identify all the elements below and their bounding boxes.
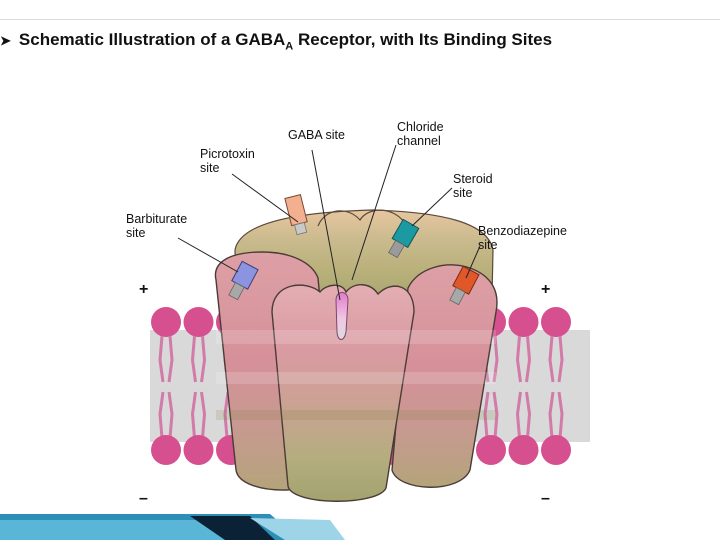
title-subscript: A <box>285 40 294 53</box>
title-bullet: ➤ <box>0 33 11 48</box>
sign-left-top: + <box>139 281 149 298</box>
label-benzodiazepine-site: Benzodiazepine site <box>478 224 567 252</box>
lipid-tail-upper <box>548 335 555 383</box>
sign-left-bottom: – <box>139 490 148 507</box>
lipid-head-upper <box>151 307 181 337</box>
lipid-tail-upper <box>190 335 197 383</box>
lipid-tail-upper <box>525 335 532 383</box>
steroid-cylinder <box>388 218 420 259</box>
footer-decoration <box>0 514 345 540</box>
lipid-tail-lower <box>200 391 207 439</box>
label-gaba-site: GABA site <box>288 128 345 142</box>
gaba-molecule <box>335 292 349 340</box>
receptor-back-ridge <box>317 209 405 227</box>
lipid-tail-lower <box>492 391 499 439</box>
receptor-subunit-right <box>391 264 498 488</box>
benzodiazepine-cylinder <box>449 265 480 306</box>
lipid-head-lower <box>476 435 506 465</box>
lipid-head-lower <box>541 435 571 465</box>
lipid-tail-upper <box>158 335 165 383</box>
receptor-complex <box>214 209 498 502</box>
chloride-leader-line <box>351 144 397 281</box>
lipid-tail-lower <box>515 391 522 439</box>
title-text-start: Schematic Illustration of a GABA <box>18 30 286 49</box>
lipid-tail-lower <box>548 391 555 439</box>
sign-right-top: + <box>541 281 551 298</box>
steroid-leader-line <box>411 187 453 227</box>
leader-lines <box>177 144 481 301</box>
lipid-head-upper <box>183 307 214 337</box>
benzodiazepine-leader-line <box>465 245 481 279</box>
lipid-head-upper <box>508 307 539 337</box>
slide-title: ➤ Schematic Illustration of a GABAA Recep… <box>0 30 715 52</box>
gaba-leader-line <box>311 149 341 301</box>
lipid-head-upper <box>541 307 571 337</box>
lipid-head-lower <box>151 435 181 465</box>
title-text-end: Receptor, with Its Binding Sites <box>293 30 553 49</box>
lipid-tail-lower <box>483 391 490 439</box>
top-rule <box>0 19 720 20</box>
receptor-bands <box>216 330 496 420</box>
picrotoxin-cylinder <box>284 193 308 236</box>
label-steroid-site: Steroid site <box>453 172 493 200</box>
lipid-tail-upper <box>557 335 564 383</box>
sign-right-bottom: – <box>541 490 550 507</box>
binding-sites <box>228 193 480 340</box>
lipid-head-lower <box>183 435 214 465</box>
receptor-subunit-front <box>271 284 415 502</box>
lipid-tail-upper <box>200 335 207 383</box>
lipid-tail-lower <box>525 391 532 439</box>
lipid-tail-lower <box>557 391 564 439</box>
lipid-tail-upper <box>167 335 174 383</box>
picrotoxin-leader-line <box>231 173 299 223</box>
lipid-tail-upper <box>515 335 522 383</box>
lipid-tail-lower <box>167 391 174 439</box>
label-picrotoxin-site: Picrotoxin site <box>200 147 255 175</box>
lipid-tail-lower <box>223 391 230 439</box>
lipid-tail-lower <box>190 391 197 439</box>
lipid-head-lower <box>508 435 539 465</box>
label-chloride-channel: Chloride channel <box>397 120 444 148</box>
lipid-tail-upper <box>492 335 499 383</box>
label-barbiturate-site: Barbiturate site <box>126 212 188 240</box>
barbiturate-leader-line <box>177 237 239 273</box>
lipid-tail-lower <box>158 391 165 439</box>
